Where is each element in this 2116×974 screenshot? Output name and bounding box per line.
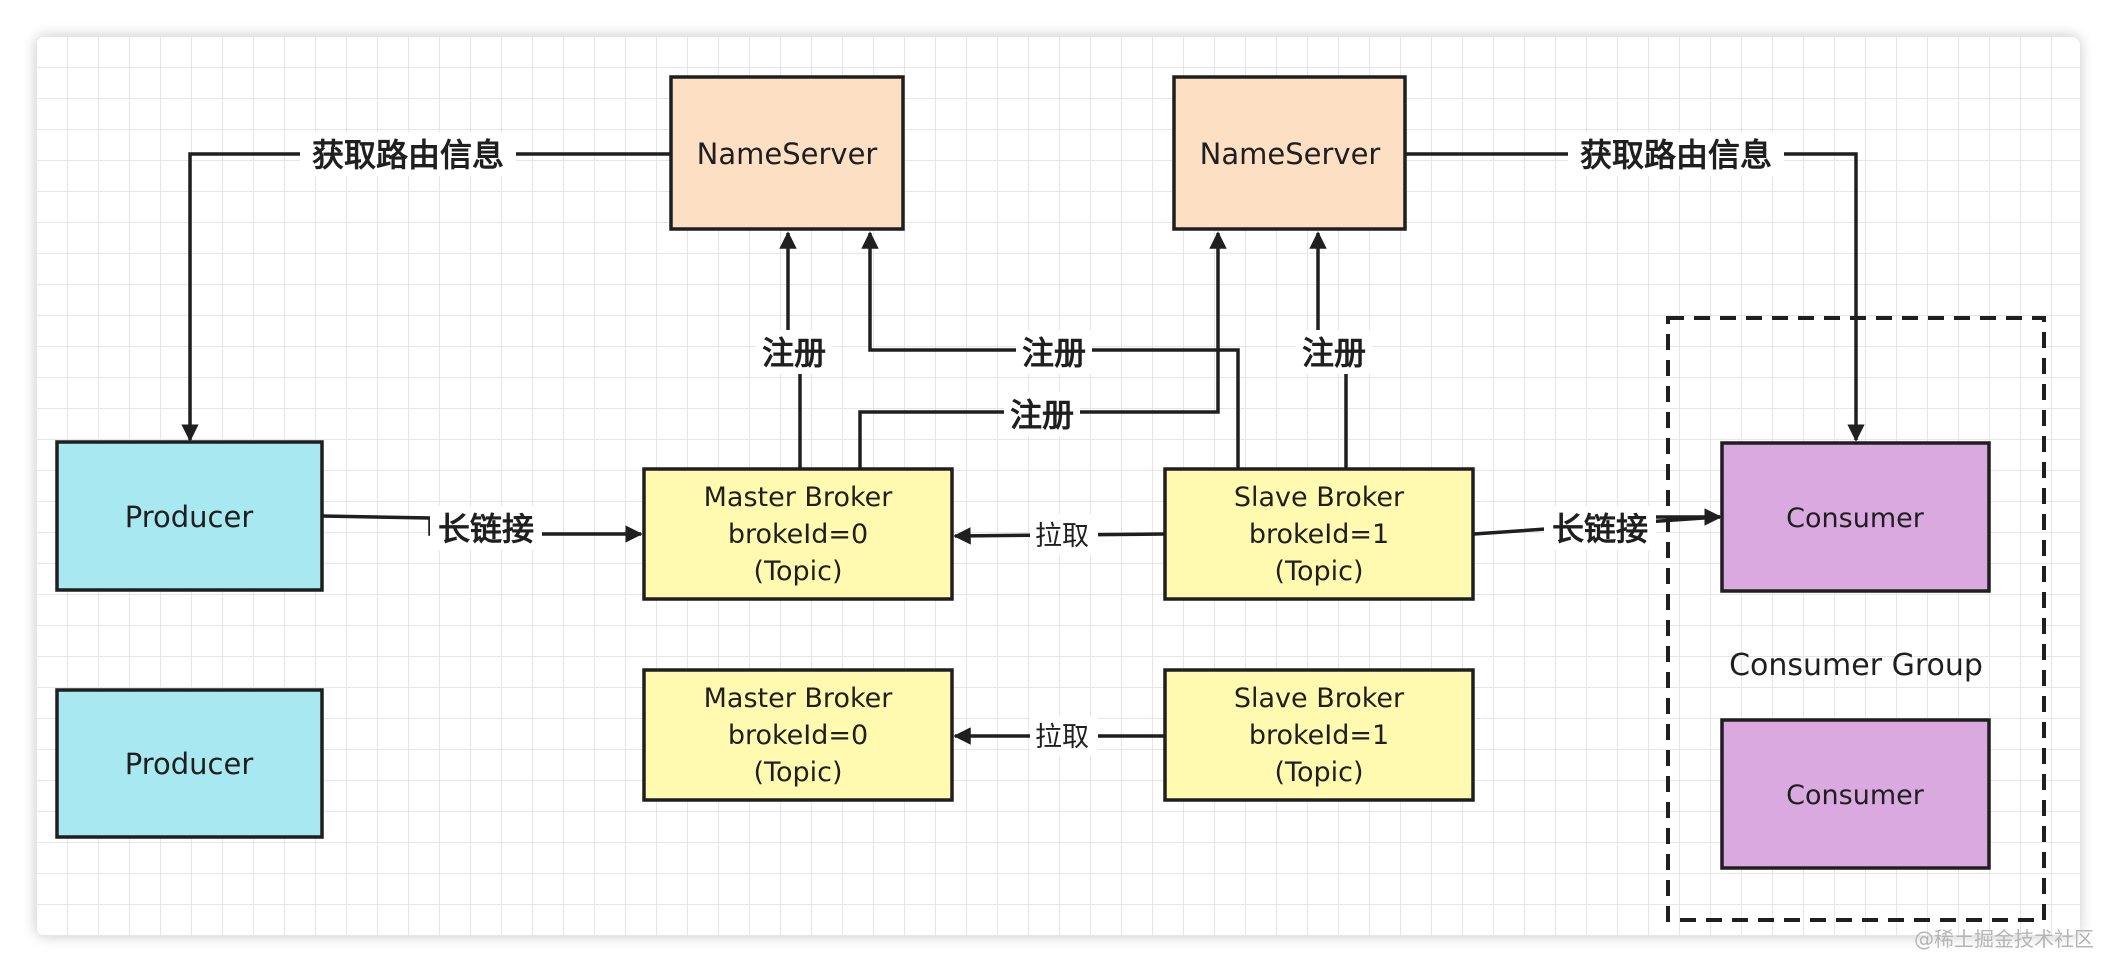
nameserver-left-label: NameServer (697, 137, 878, 171)
producer-bottom-label: Producer (125, 747, 254, 781)
slave-broker-bottom-line2: brokeId=1 (1249, 720, 1389, 751)
master-broker-bottom-line2: brokeId=0 (728, 720, 868, 751)
producer-top-label: Producer (125, 500, 254, 534)
consumer-top-node: Consumer (1720, 441, 1991, 593)
consumer-group-frame (1666, 316, 2046, 922)
consumer-top-label: Consumer (1786, 503, 1925, 534)
consumer-bottom-node: Consumer (1720, 718, 1991, 870)
edge-route-left (181, 152, 671, 442)
slave-broker-top-line1: Slave Broker (1234, 482, 1405, 513)
slave-broker-top-line3: (Topic) (1275, 556, 1364, 587)
slave-broker-bottom-node: Slave Broker brokeId=1 (Topic) (1163, 668, 1475, 802)
slave-broker-top-line2: brokeId=1 (1249, 519, 1389, 550)
consumer-bottom-label: Consumer (1786, 780, 1925, 811)
consumer-group-label: Consumer Group (1729, 648, 1983, 683)
label-register-1: 注册 (762, 334, 826, 372)
label-route-left: 获取路由信息 (312, 136, 504, 174)
label-long-conn-right: 长链接 (1552, 510, 1648, 548)
nameserver-right-node: NameServer (1172, 75, 1407, 231)
edge-route-right (1405, 152, 1865, 442)
slave-broker-top-node: Slave Broker brokeId=1 (Topic) (1163, 467, 1475, 601)
label-pull-bottom: 拉取 (1035, 722, 1089, 753)
label-pull-top: 拉取 (1035, 521, 1089, 552)
master-broker-top-line1: Master Broker (704, 482, 894, 513)
master-broker-bottom-line3: (Topic) (754, 757, 843, 788)
master-broker-bottom-line1: Master Broker (704, 683, 894, 714)
nameserver-left-node: NameServer (669, 75, 905, 231)
master-broker-top-line2: brokeId=0 (728, 519, 868, 550)
label-route-right: 获取路由信息 (1580, 136, 1772, 174)
producer-top-node: Producer (55, 440, 324, 592)
slave-broker-bottom-line3: (Topic) (1275, 757, 1364, 788)
label-register-4: 注册 (1302, 334, 1366, 372)
master-broker-top-node: Master Broker brokeId=0 (Topic) (642, 467, 954, 601)
label-register-2: 注册 (1022, 334, 1086, 372)
label-register-3: 注册 (1010, 396, 1074, 434)
producer-bottom-node: Producer (55, 688, 324, 839)
master-broker-bottom-node: Master Broker brokeId=0 (Topic) (642, 668, 954, 802)
master-broker-top-line3: (Topic) (754, 556, 843, 587)
watermark: @稀土掘金技术社区 (1914, 927, 2094, 951)
slave-broker-bottom-line1: Slave Broker (1234, 683, 1405, 714)
nameserver-right-label: NameServer (1200, 137, 1381, 171)
label-long-conn-left: 长链接 (438, 510, 534, 548)
